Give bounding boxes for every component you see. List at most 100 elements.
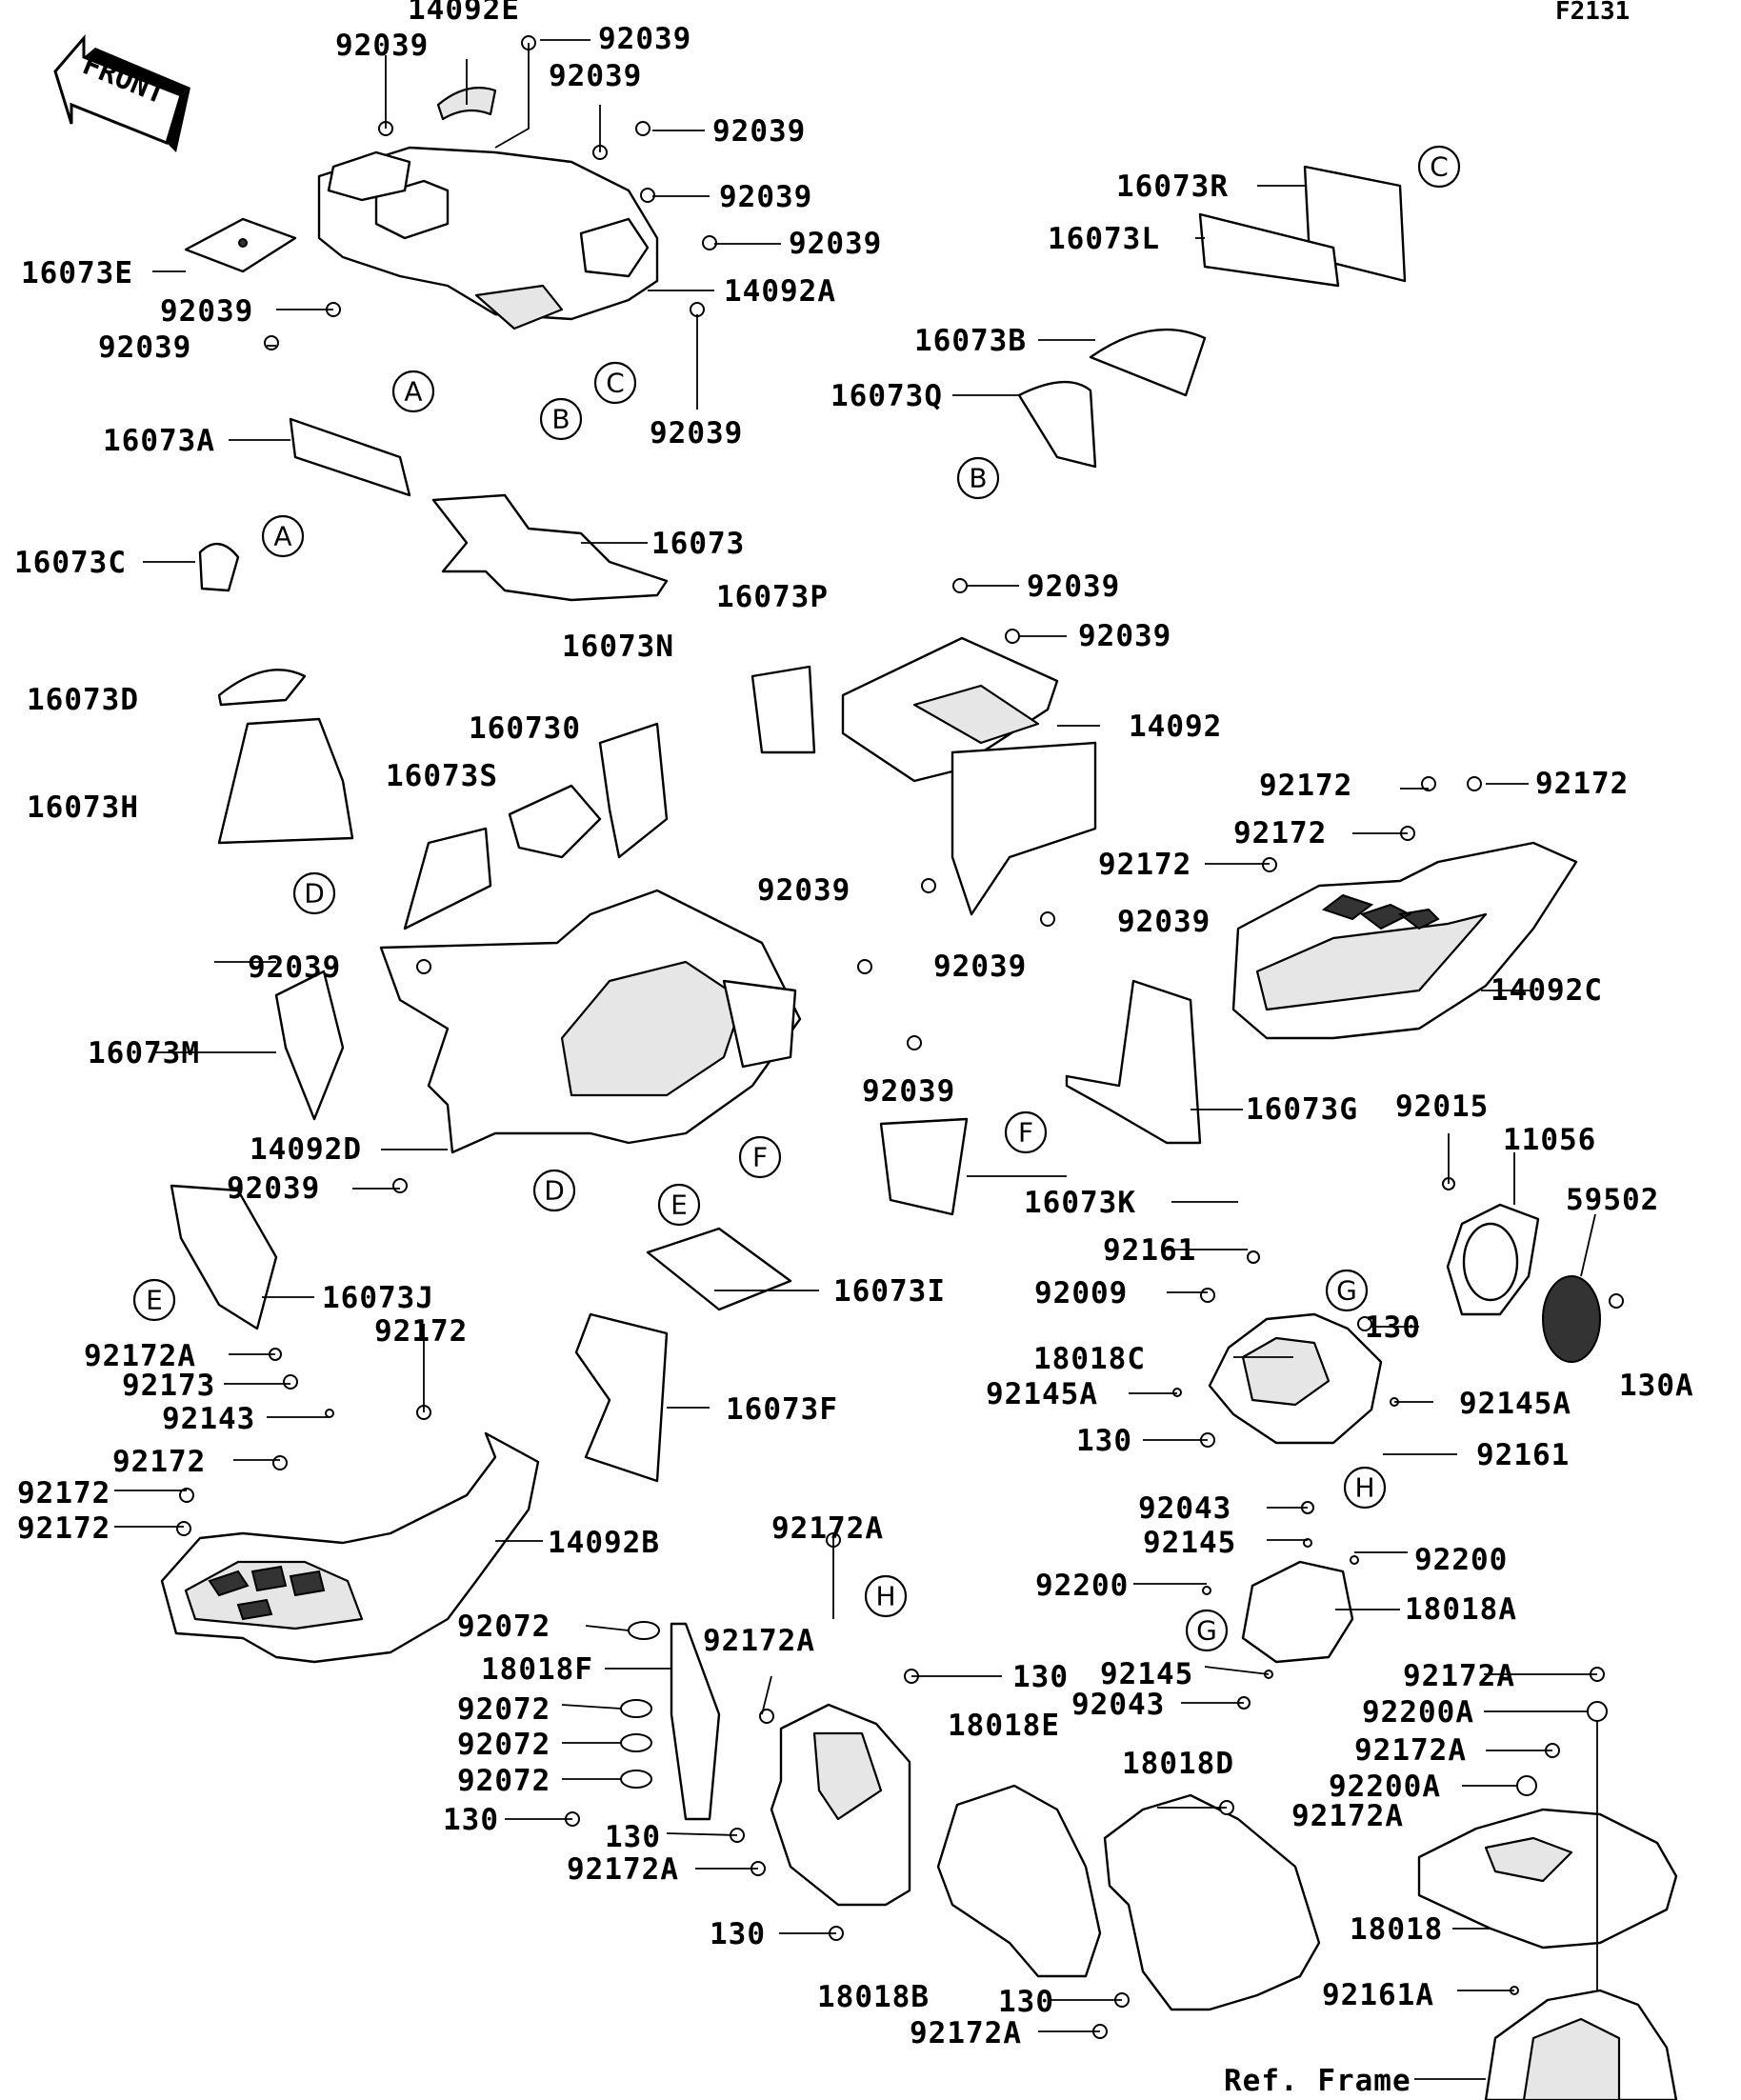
part-label: 92172: [17, 1511, 110, 1546]
pad-16073B: [1089, 328, 1207, 397]
part-label: 14092D: [250, 1132, 362, 1167]
part-label: 130: [443, 1803, 499, 1837]
part-label: 18018A: [1405, 1592, 1517, 1627]
part-label: 92072: [457, 1692, 550, 1727]
part-label: 92039: [719, 180, 812, 214]
part-label: 18018: [1350, 1912, 1443, 1947]
part-label: 59502: [1566, 1183, 1659, 1217]
part-label: 92039: [862, 1074, 955, 1109]
part-label: 18018D: [1122, 1747, 1234, 1781]
part-label: 92172A: [567, 1852, 679, 1887]
rear-body-14092D: [379, 889, 802, 1154]
pad-16073G: [1065, 979, 1202, 1145]
marker-c: C: [593, 361, 637, 405]
part-label: 16073N: [562, 630, 674, 664]
skid-plate-18018: [1417, 1808, 1678, 1950]
part-label: 16073B: [914, 324, 1027, 358]
part-label: 92039: [598, 22, 691, 56]
pad-160730: [508, 784, 602, 859]
marker-e: E: [132, 1278, 176, 1322]
part-label: 16073K: [1024, 1186, 1136, 1220]
part-label: 92200: [1414, 1543, 1508, 1577]
clamp-ring-icon: [620, 1621, 660, 1789]
part-label: 16073A: [103, 424, 215, 458]
guard-18018B: [770, 1703, 911, 1907]
pad-16073A: [289, 417, 411, 497]
part-label: 130: [1365, 1310, 1421, 1345]
svg-text:A: A: [273, 521, 291, 552]
part-label: 16073M: [88, 1036, 200, 1070]
reference-markers: A A B B C C D D E E F F G G H H: [132, 145, 1461, 1652]
part-label: 92172A: [910, 2016, 1022, 2050]
part-label: 92172: [17, 1476, 110, 1510]
marker-h: H: [1343, 1466, 1387, 1510]
marker-b: B: [956, 456, 1000, 500]
part-label: 92143: [162, 1402, 255, 1436]
marker-d: D: [292, 871, 336, 915]
svg-text:H: H: [875, 1581, 895, 1612]
part-label: 92015: [1395, 1090, 1489, 1124]
part-label: 92172: [374, 1314, 468, 1349]
part-label: 92172A: [703, 1624, 815, 1658]
part-label: 16073: [651, 527, 745, 561]
front-arrow-icon: FRONT: [53, 33, 190, 152]
part-label: 92172A: [84, 1339, 196, 1373]
part-label: 92039: [549, 59, 642, 93]
marker-g: G: [1325, 1269, 1369, 1312]
part-labels: 14092E 92039 92039 92039 92039 92039 920…: [14, 0, 1693, 2098]
part-label: 14092E: [408, 0, 520, 27]
part-label: 92039: [650, 416, 743, 450]
part-label: 16073G: [1246, 1092, 1358, 1127]
part-label: 92172A: [1354, 1733, 1467, 1768]
part-label: 16073R: [1116, 170, 1229, 204]
part-label: 92172: [1535, 767, 1629, 801]
part-label: 160730: [469, 711, 581, 746]
marker-f: F: [1004, 1110, 1048, 1154]
part-label: 16073J: [322, 1281, 434, 1315]
part-label: 92145: [1100, 1657, 1193, 1691]
svg-text:G: G: [1196, 1615, 1217, 1647]
part-label: 16073I: [833, 1274, 946, 1309]
part-label: 92072: [457, 1728, 550, 1762]
diagram-code: F2131: [1555, 0, 1630, 26]
part-label: 92172: [1233, 816, 1327, 850]
part-label: 16073Q: [830, 379, 943, 413]
pad-16073F: [574, 1312, 669, 1483]
part-label: 16073E: [21, 256, 133, 290]
svg-text:D: D: [544, 1175, 565, 1207]
part-label: 92039: [160, 294, 253, 329]
pad-16073E: [184, 217, 297, 273]
part-label: 92072: [457, 1764, 550, 1798]
pad-16073P: [750, 665, 816, 754]
part-label: 92039: [757, 873, 850, 908]
marker-h: H: [864, 1574, 908, 1618]
part-label: 16073C: [14, 546, 127, 580]
svg-text:D: D: [304, 878, 325, 910]
pad-16073C: [198, 543, 240, 592]
part-label: 16073F: [726, 1392, 838, 1427]
part-label: 92145: [1143, 1526, 1236, 1560]
part-label: 92145A: [986, 1377, 1098, 1411]
part-label: Ref. Frame: [1224, 2064, 1411, 2098]
part-label: 92172: [1259, 769, 1352, 803]
part-label: 130: [605, 1820, 661, 1854]
pad-16073D: [217, 669, 307, 707]
svg-text:B: B: [551, 404, 570, 435]
part-label: 92200A: [1329, 1770, 1441, 1804]
svg-text:E: E: [670, 1190, 688, 1221]
part-label: 92072: [457, 1610, 550, 1644]
guard-18018E: [936, 1784, 1102, 1978]
part-label: 16073L: [1048, 222, 1160, 256]
part-label: 92172A: [1291, 1799, 1404, 1833]
pad-16073Q: [1017, 381, 1097, 469]
part-label: 92009: [1034, 1276, 1128, 1310]
part-label: 14092C: [1491, 973, 1603, 1008]
front-fender-14092A: [317, 146, 659, 330]
marker-g: G: [1185, 1609, 1229, 1652]
part-label: 92161A: [1322, 1978, 1434, 2012]
part-label: 130: [710, 1917, 766, 1951]
part-label: 92172: [1098, 848, 1191, 882]
mat-16073: [431, 493, 669, 602]
part-label: 92039: [1078, 619, 1171, 653]
